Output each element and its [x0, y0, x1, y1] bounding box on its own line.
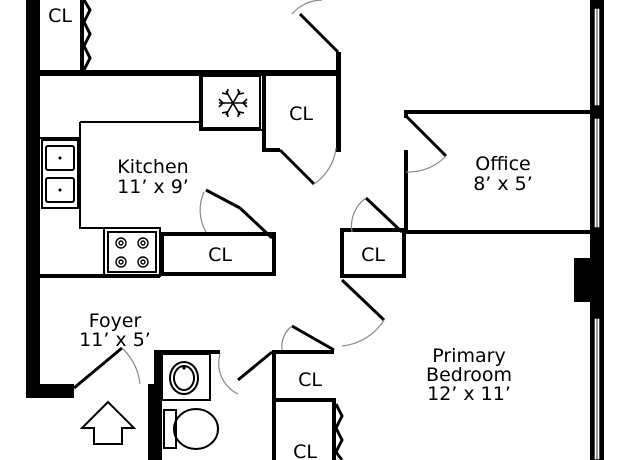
closet-label-office-side: CL	[361, 244, 385, 266]
primary-bedroom-name-line1: Primary	[432, 345, 505, 367]
fridge	[201, 75, 261, 129]
stove-icon	[103, 227, 161, 277]
kitchen-name: Kitchen	[117, 156, 188, 178]
room-labels: CL CL Kitchen 11’ x 9’ Office 8’ x 5’ CL…	[48, 5, 533, 460]
doors	[73, 0, 448, 460]
entry-arrow-icon	[79, 400, 137, 445]
windows	[593, 7, 601, 460]
foyer-size: 11’ x 5’	[79, 329, 151, 351]
primary-bedroom-size: 12’ x 11’	[427, 383, 511, 405]
foyer-name: Foyer	[89, 310, 142, 332]
primary-bedroom-name-line2: Bedroom	[426, 364, 512, 386]
closet-label-kitchen-upper: CL	[289, 103, 313, 125]
closet-label-top-left: CL	[48, 5, 72, 27]
toilet-icon	[163, 408, 219, 450]
snowflake-icon	[218, 88, 248, 118]
office-size: 8’ x 5’	[473, 173, 533, 195]
walls	[26, 0, 604, 460]
kitchen-size: 11’ x 9’	[117, 176, 189, 198]
closet-label-bath-lower: CL	[293, 441, 317, 460]
sink-icon	[41, 139, 79, 209]
office-name: Office	[475, 153, 530, 175]
closet-label-kitchen-lower: CL	[208, 244, 232, 266]
bath-sink	[161, 353, 211, 401]
closet-label-bath-upper: CL	[298, 369, 322, 391]
kitchen-counter	[40, 76, 262, 229]
